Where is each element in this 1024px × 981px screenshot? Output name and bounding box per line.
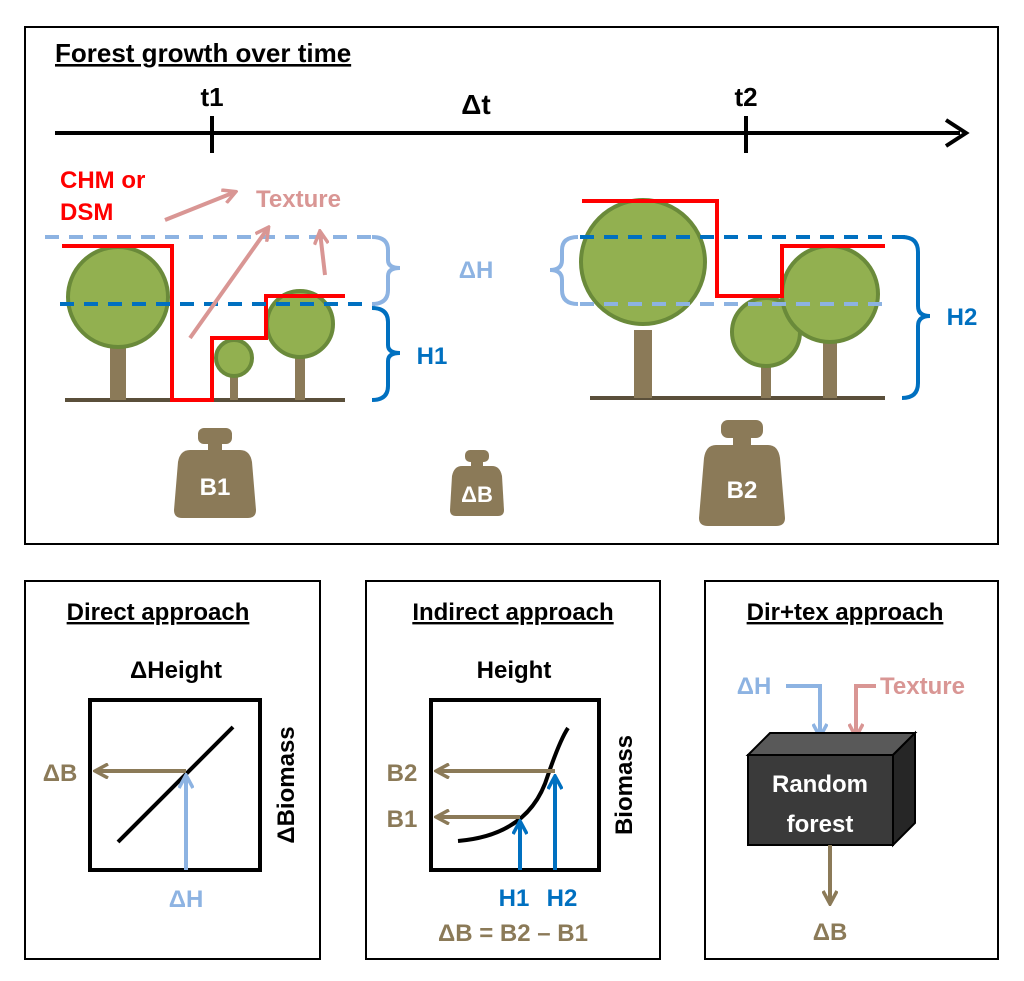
tree-trunk	[634, 330, 652, 398]
chm-label-line2: DSM	[60, 199, 113, 226]
dirtex-texture-label: Texture	[880, 673, 965, 700]
texture-arrow	[320, 232, 325, 276]
indirect-b2-label: B2	[387, 760, 418, 787]
tree-crown	[780, 244, 880, 344]
direct-panel-frame	[24, 580, 321, 960]
top-panel-title: Forest growth over time	[55, 38, 351, 68]
direct-trend-line	[116, 725, 235, 844]
indirect-panel-frame	[365, 580, 661, 960]
texture-label-top: Texture	[256, 186, 341, 213]
texture-arrow	[188, 228, 268, 340]
direct-plot-box	[88, 698, 262, 872]
random-forest-box-top	[745, 732, 918, 756]
indirect-h1-label: H1	[499, 885, 530, 912]
chm-label-line1: CHM or	[60, 167, 145, 194]
timeline: t1 t2 Δt	[55, 82, 970, 153]
tree-trunk	[761, 358, 771, 398]
texture-arrow	[164, 192, 235, 222]
tree-trunk	[295, 355, 305, 400]
tree-trunk	[230, 370, 238, 400]
indirect-y-title: Biomass	[611, 735, 638, 835]
dirtex-dh-label: ΔH	[737, 673, 772, 700]
stand-t2	[579, 198, 905, 400]
h2-label-top: H2	[947, 304, 978, 331]
dirtex-dh-arrow	[786, 684, 820, 736]
h1-bracket	[371, 306, 401, 402]
tree-crown	[214, 338, 254, 378]
random-forest-label-line1: Random	[772, 771, 868, 798]
dirtex-db-label: ΔB	[813, 919, 848, 946]
tree-crown	[265, 289, 335, 359]
dh-label-top: ΔH	[459, 257, 494, 284]
weight-db-label: ΔB	[461, 482, 493, 507]
indirect-x-title: Height	[477, 657, 552, 684]
weight-db: ΔB	[450, 450, 504, 516]
direct-y-title: ΔBiomass	[273, 726, 300, 843]
dh-bracket-right	[549, 235, 579, 306]
indirect-h2-label: H2	[547, 885, 578, 912]
direct-panel-title: Direct approach	[67, 599, 250, 626]
indirect-panel-title: Indirect approach	[412, 599, 613, 626]
tree-trunk	[110, 340, 126, 400]
h2-bracket	[901, 235, 931, 400]
t2-label: t2	[734, 82, 757, 112]
random-forest-label-line2: forest	[787, 811, 854, 838]
tree-trunk	[823, 335, 837, 398]
top-panel: Forest growth over time t1 t2 Δt CHM or	[24, 26, 999, 545]
chm-profile-t2	[582, 199, 885, 298]
weight-b1: B1	[174, 428, 256, 518]
dirtex-texture-arrow	[856, 684, 876, 736]
indirect-plot-box	[429, 698, 601, 872]
weight-b2: B2	[699, 420, 785, 526]
indirect-allometric-curve	[457, 726, 570, 843]
h1-label-top: H1	[417, 343, 448, 370]
stand-t1	[45, 235, 375, 402]
weight-b2-label: B2	[727, 477, 758, 504]
timeline-arrowhead	[944, 118, 970, 148]
indirect-formula: ΔB = B2 – B1	[438, 920, 588, 947]
dirtex-panel-frame	[704, 580, 999, 960]
indirect-panel: Indirect approach Height B2 B1 H1 H2 ΔB …	[365, 580, 661, 960]
top-panel-frame	[24, 26, 999, 545]
direct-panel: Direct approach ΔHeight ΔB ΔH ΔBiomass	[24, 580, 321, 960]
direct-db-label: ΔB	[43, 760, 78, 787]
dirtex-panel: Dir+tex approach ΔH Texture Random fores…	[704, 580, 999, 960]
dh-bracket-left	[371, 235, 401, 306]
t1-label: t1	[200, 82, 223, 112]
direct-x-title: ΔHeight	[130, 657, 222, 684]
delta-t-label: Δt	[461, 89, 490, 120]
dirtex-panel-title: Dir+tex approach	[747, 599, 944, 626]
direct-dh-label: ΔH	[169, 886, 204, 913]
random-forest-box-front	[747, 754, 894, 846]
weight-b1-label: B1	[200, 474, 231, 501]
random-forest-box: Random forest	[745, 730, 918, 848]
indirect-b1-label: B1	[387, 806, 418, 833]
tree-crown	[66, 245, 170, 349]
